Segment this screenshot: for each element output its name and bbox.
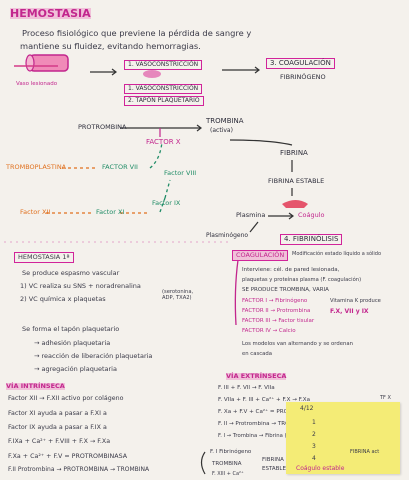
ve-line-3: F. Xa + F.V + Ca²⁺ = PROTROMBINASA <box>218 409 326 415</box>
trombina-sub: (activa) <box>210 127 233 134</box>
ve-line-5: F. I → Trombina → Fibrina (actúa) + F. X… <box>218 433 326 439</box>
co-factor-2: FACTOR II → Protrombina <box>242 308 311 314</box>
stage-2-box: 2. TAPÓN PLAQUETARIO <box>124 96 204 106</box>
co-factor-4: FACTOR IV → Calcio <box>242 328 296 334</box>
hp-line-1: Se produce espasmo vascular <box>22 269 120 277</box>
coagulacion-heading: COAGULACIÓN <box>232 250 289 261</box>
hp-line-2: 1) VC realiza su SNS + noradrenalina <box>20 282 141 290</box>
co-factor-1: FACTOR I → Fibrinógeno <box>242 298 308 304</box>
stage-1-label: 1. VASOCONSTRICCIÓN <box>124 60 203 70</box>
co-line-3: SE PRODUCE TROMBINA, VARIA <box>242 287 329 293</box>
protrombina-label: PROTROMBINA <box>78 123 127 131</box>
co-line-2: plaquetas y proteínas plasma (F. coagula… <box>242 277 362 283</box>
vi-line-3: Factor IX ayuda a pasar a F.IX a <box>8 424 107 431</box>
co-line-4: Los modelos van alternando y se ordenan <box>242 341 353 347</box>
sticky-line-3: 2 <box>312 431 316 438</box>
plasminogeno-label: Plasminógeno <box>206 232 249 239</box>
hp-line-7: → agregación plaquetaria <box>34 365 117 373</box>
sticky-note <box>286 402 400 474</box>
hp-line-6: → reacción de liberación plaquetaria <box>34 352 153 360</box>
page-title: HEMOSTASIA <box>10 7 91 20</box>
co-factor-1b: Vitamina K produce <box>330 298 381 304</box>
plasmina-label: Plasmina <box>236 211 266 219</box>
sticky-line-1: 4/12 <box>300 405 314 412</box>
stage-1-box: 1. VASOCONSTRICCIÓN <box>124 84 203 94</box>
vi-line-6: F.II Protrombina → PROTROMBINA → TROMBIN… <box>8 466 150 473</box>
bottom-estable: ESTABLE <box>262 466 286 472</box>
coagulacion-head-note: Modificación estado líquido a sólido <box>292 251 382 257</box>
factor-viii-label: Factor VIII <box>164 169 197 177</box>
via-intrinseca-heading: VÍA INTRÍNSECA <box>6 382 65 390</box>
factor-xii-label: Factor XII <box>20 208 51 216</box>
vi-line-1: Factor XII → F.XII activo por colágeno <box>8 395 124 402</box>
tromboplastina-label: TROMBOPLASTINA <box>6 163 67 171</box>
via-extrinseca-heading: VÍA EXTRÍNSECA <box>226 372 287 380</box>
sticky-line-4: 3 <box>312 443 316 450</box>
bottom-trombina: TROMBINA <box>212 461 242 467</box>
bottom-tfx: TF X <box>380 395 391 401</box>
hemostasia-primaria-heading: HEMOSTASIA 1ª <box>14 252 74 263</box>
co-line-5: en cascada <box>242 351 272 357</box>
trombina-label: TROMBINA <box>206 117 244 125</box>
stage-4-box: 4. FIBRINÓLISIS <box>280 234 343 245</box>
factor-xi-label: Factor XI <box>96 208 125 216</box>
hp-line-3b: (serotonina, ADP, TXA2) <box>162 289 194 301</box>
factor-x-label: FACTOR X <box>146 138 181 146</box>
stage-3-sub: FIBRINÓGENO <box>280 73 326 81</box>
co-factor-3: FACTOR III → Factor tisular <box>242 318 315 324</box>
sticky-line-5: 4 <box>312 455 316 462</box>
bottom-coagulo-estable: Coágulo estable <box>296 465 345 472</box>
stage-3-box: 3. COAGULACIÓN <box>266 58 335 69</box>
ve-line-1: F. III + F. VII → F. VIIa <box>218 385 275 391</box>
bottom-factor-xiii: F. XIII + Ca²⁺ <box>212 471 244 477</box>
hp-line-4: Se forma el tapón plaquetario <box>22 325 120 333</box>
co-line-1: Interviene: cél. de pared lesionada, <box>242 267 340 273</box>
vi-line-2: Factor XI ayuda a pasar a F.XI a <box>8 410 107 417</box>
factor-ix-label: Factor IX <box>152 199 181 207</box>
factor-vii-label: FACTOR VII <box>102 163 138 171</box>
coagulo-label: Coágulo <box>298 211 325 219</box>
vessel-label: Vaso lesionado <box>16 81 58 87</box>
bottom-fibrinogeno: F. I Fibrinógeno <box>210 449 252 455</box>
intro-line-1: Proceso fisiológico que previene la pérd… <box>22 28 252 38</box>
fibrina-estable-label: FIBRINA ESTABLE <box>268 177 325 185</box>
fibrina-label: FIBRINA <box>280 149 308 157</box>
ve-line-4: F. II → Protrombina → TROMBINA <box>218 421 308 427</box>
vessel-drawing <box>14 54 69 72</box>
bottom-fibrina-activa: FIBRINA act <box>350 449 380 455</box>
vi-line-4: F.IXa + Ca²⁺ + F.VIII + F.X → F.Xa <box>8 438 111 445</box>
hp-line-5: → adhesión plaquetaria <box>34 339 111 347</box>
ve-line-2: F. VIIa + F. III + Ca²⁺ + F.X → F.Xa <box>218 397 311 403</box>
co-factor-2b: F.X, VII y IX <box>330 308 369 315</box>
hp-line-3: 2) VC química x plaquetas <box>20 295 106 303</box>
bottom-fibrina: FIBRINA <box>262 457 284 463</box>
sticky-line-2: 1 <box>312 419 316 426</box>
vi-line-5: F.Xa + Ca²⁺ + F.V = PROTROMBINASA <box>8 453 128 460</box>
intro-line-2: mantiene su fluidez, evitando hemorragia… <box>20 41 201 51</box>
